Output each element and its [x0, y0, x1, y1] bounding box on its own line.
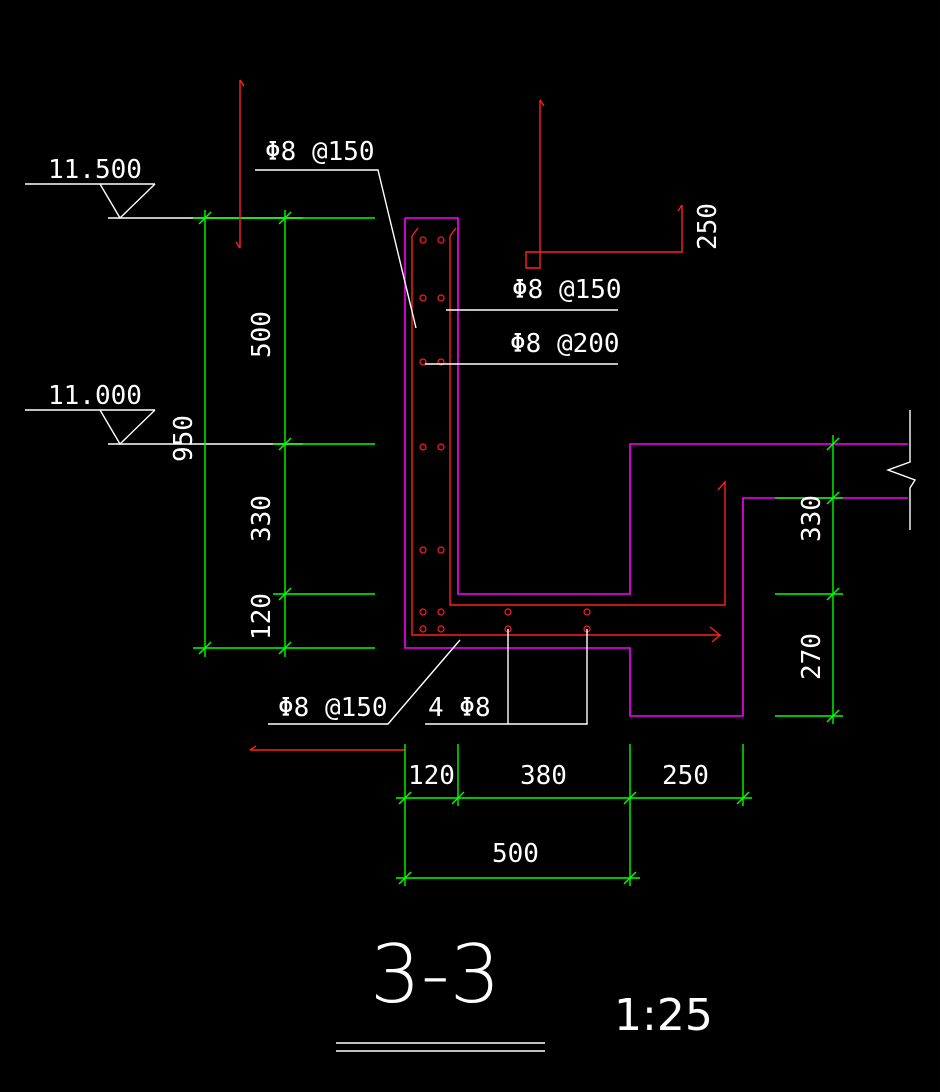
elevation-middle-label: 11.000	[48, 381, 142, 411]
rebar-slab-label: Φ8 @150	[278, 693, 388, 723]
scale-label: 1:25	[614, 990, 713, 1041]
dim-bottom-total: 500	[492, 839, 539, 869]
dim-top-hook: 250	[693, 203, 723, 250]
dim-upper: 500	[247, 311, 277, 358]
dim-bottom-380: 380	[520, 761, 567, 791]
leader-longitudinal	[425, 629, 588, 725]
right-dimensions	[775, 435, 843, 724]
dim-bottom-250: 250	[662, 761, 709, 791]
bottom-dimensions	[396, 744, 752, 886]
dim-right-lower: 270	[797, 633, 827, 680]
section-title: 3-3	[370, 928, 501, 1021]
rebar-wall-outer-label: Φ8 @150	[265, 137, 375, 167]
elevation-marker-middle: 11.000	[25, 381, 303, 446]
rebar-wall	[411, 227, 726, 643]
elevation-top-label: 11.500	[48, 155, 142, 185]
break-line-symbol	[885, 410, 917, 530]
rebar-wall-inner-label: Φ8 @150	[512, 275, 622, 305]
dim-right-upper: 330	[797, 495, 827, 542]
concrete-outline	[404, 217, 908, 717]
leader-slab	[268, 639, 461, 725]
elevation-marker-top: 11.500	[25, 155, 303, 220]
rebar-distribution-label: Φ8 @200	[510, 329, 620, 359]
rebar-longitudinal-label: 4 Φ8	[428, 693, 491, 723]
rebar-hook-top	[525, 99, 683, 269]
dim-bottom-120: 120	[408, 761, 455, 791]
dim-middle: 330	[247, 495, 277, 542]
dim-bottom: 120	[247, 593, 277, 640]
rebar-dots	[419, 236, 591, 633]
dim-total-height: 950	[169, 415, 199, 462]
leader-wall-outer	[255, 169, 417, 329]
left-dimensions	[193, 210, 375, 657]
